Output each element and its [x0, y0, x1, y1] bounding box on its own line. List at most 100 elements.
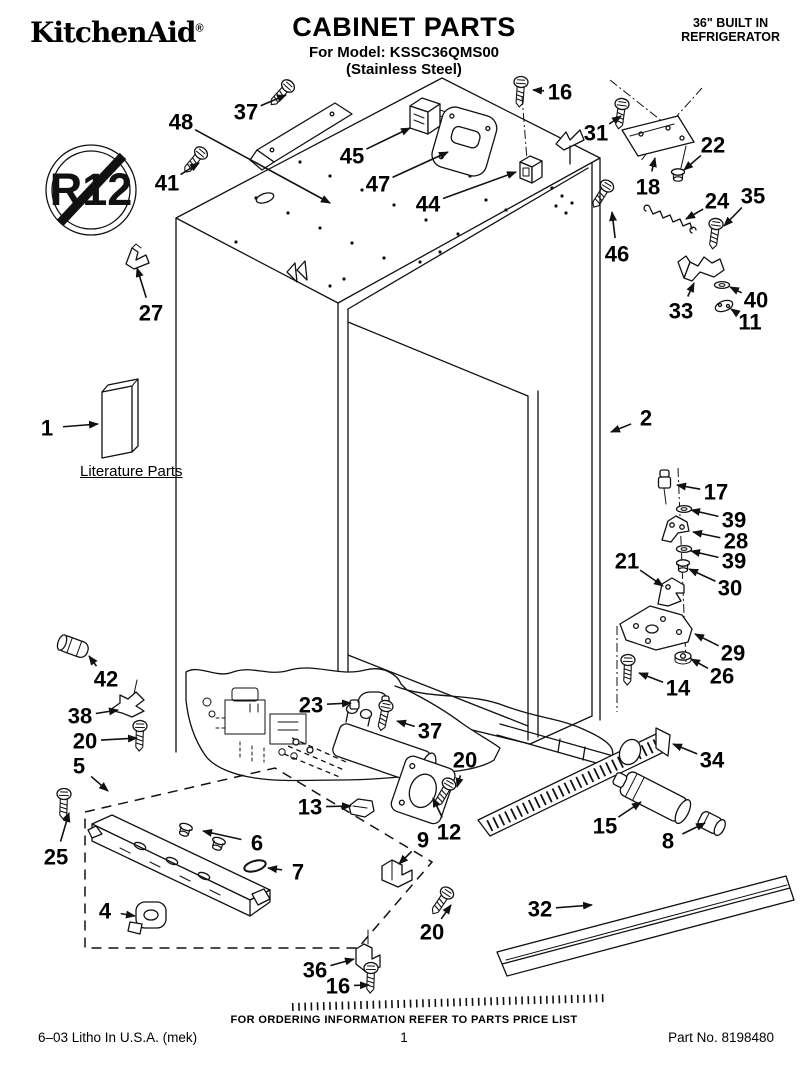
ordering-note: FOR ORDERING INFORMATION REFER TO PARTS … [230, 1014, 578, 1026]
grommet-part30 [675, 559, 691, 573]
callout-8-leader [682, 823, 706, 834]
callout-20-label: 20 [73, 729, 97, 754]
callout-44-label: 44 [416, 192, 441, 217]
hinge-pin-part17 [659, 470, 671, 504]
callout-15-label: 15 [593, 814, 617, 839]
bracket-part21 [658, 578, 684, 606]
callout-9-label: 9 [417, 828, 429, 853]
callout-18-leader [648, 157, 657, 171]
callout-17-label: 17 [704, 480, 728, 505]
callout-25-leader [61, 812, 71, 842]
literature-parts-label: Literature Parts [80, 463, 183, 480]
grommet-part6 [176, 821, 194, 839]
callout-24-label: 24 [705, 189, 730, 214]
callout-24-leader [685, 209, 703, 219]
junction-box-part44 [520, 156, 542, 183]
screw-part37 [265, 76, 298, 110]
callout-7-label: 7 [292, 860, 304, 885]
callout-4-leader [121, 910, 136, 919]
callout-11-leader [730, 309, 741, 318]
top-bracket-part48 [250, 103, 352, 170]
callout-16-leader [532, 86, 544, 95]
literature-booklet-part1 [102, 379, 138, 458]
callout-35-label: 35 [741, 184, 765, 209]
callout-4-label: 4 [99, 899, 112, 924]
callout-37-leader [396, 719, 415, 728]
callout-15-leader [618, 802, 642, 817]
nut-part40 [713, 280, 731, 290]
toe-grille-part32 [292, 876, 794, 1007]
callout-1-leader [63, 420, 99, 429]
clip-part27 [126, 244, 149, 269]
screw-part20 [426, 883, 457, 919]
callout-34-leader [672, 744, 697, 754]
callout-28-label: 28 [724, 529, 748, 554]
callout-41-label: 41 [155, 171, 179, 196]
callout-39-leader [690, 549, 718, 557]
callout-6-label: 6 [251, 831, 263, 856]
plate-part11 [714, 298, 734, 314]
callout-41-leader [181, 163, 200, 175]
callout-22-leader [683, 155, 701, 171]
callout-46-leader [609, 211, 618, 238]
nut-part26 [675, 652, 691, 664]
water-filter-part15 [609, 765, 693, 825]
bracket-part33 [678, 256, 724, 281]
cabinet-outline-part2 [176, 78, 617, 768]
callout-40-label: 40 [744, 288, 768, 313]
callout-33-label: 33 [669, 299, 693, 324]
callout-12-leader [433, 797, 442, 818]
page-title: CABINET PARTS [292, 12, 516, 42]
kitchenaid-logo: KitchenAid® [30, 16, 204, 49]
callout-20-label: 20 [420, 920, 444, 945]
model-subtitle: For Model: KSSC36QMS00 [308, 44, 500, 61]
callout-32-leader [556, 901, 593, 910]
callout-37-leader [261, 95, 287, 106]
callout-2-leader [610, 424, 631, 432]
grommet-part6 [209, 835, 227, 853]
title-block: CABINET PARTS For Model: KSSC36QMS00 (St… [0, 12, 808, 78]
callout-17-leader [676, 482, 700, 491]
callout-21-label: 21 [615, 549, 639, 574]
callout-35-leader [723, 208, 742, 227]
callout-5-label: 5 [73, 754, 85, 779]
callout-45-leader [366, 128, 411, 149]
grommet-part22 [670, 168, 686, 182]
callout-7-leader [267, 865, 282, 874]
callout-29-label: 29 [721, 641, 745, 666]
callout-21-leader [640, 570, 664, 586]
callout-38-label: 38 [68, 704, 92, 729]
callout-30-leader [688, 569, 715, 581]
r12-prohibited-icon: R12 [46, 145, 136, 235]
page-number: 1 [400, 1030, 408, 1045]
callout-16-label: 16 [326, 974, 350, 999]
callout-27-leader [135, 267, 146, 298]
callout-23-leader [327, 699, 352, 708]
callout-28-leader [692, 529, 720, 538]
callout-20-label: 20 [453, 748, 477, 773]
callout-37-label: 37 [418, 719, 442, 744]
coil-tubing-dashed [284, 738, 346, 778]
callout-31-label: 31 [584, 121, 608, 146]
clamp-part4 [128, 902, 166, 934]
product-type-label: 36" BUILT IN REFRIGERATOR [681, 16, 780, 45]
wing-bracket [556, 130, 584, 164]
washer-part39 [675, 544, 693, 554]
callout-30-label: 30 [718, 576, 742, 601]
clip-part13 [349, 799, 374, 817]
hinge-plate-part29 [620, 606, 692, 650]
callout-18-label: 18 [636, 175, 660, 200]
callout-9-leader [398, 851, 412, 865]
screw-part20 [131, 719, 148, 752]
detail-box-dashed [85, 768, 432, 948]
callout-13-label: 13 [298, 795, 322, 820]
callout-45-label: 45 [340, 144, 364, 169]
callout-37-label: 37 [234, 100, 258, 125]
product-type-line2: REFRIGERATOR [681, 30, 780, 45]
callout-29-leader [694, 634, 719, 646]
callout-26-leader [690, 659, 708, 668]
callout-1-label: 1 [41, 416, 53, 441]
hinge-plate-part18 [622, 116, 694, 168]
